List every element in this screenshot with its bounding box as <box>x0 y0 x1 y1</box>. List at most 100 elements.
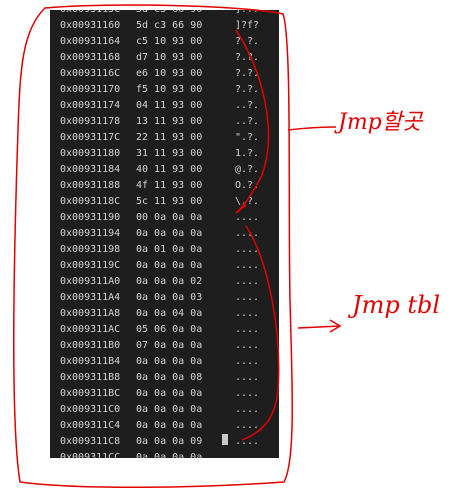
memory-address: 0x009311A4 <box>60 292 121 303</box>
memory-hex-bytes[interactable]: 0a 0a 0a 0a <box>136 260 203 271</box>
memory-hex-bytes[interactable]: 4f 11 93 00 <box>136 180 203 191</box>
memory-row[interactable]: 0x009311BC 0a 0a 0a 0a.... <box>50 386 279 402</box>
memory-row[interactable]: 0x0093115C5d c3 66 90]?f? <box>50 10 279 18</box>
memory-hex-bytes[interactable]: 07 0a 0a 0a <box>136 340 203 351</box>
memory-row[interactable]: 0x009311B4 0a 0a 0a 0a.... <box>50 354 279 370</box>
memory-ascii: 1.?. <box>235 148 260 159</box>
memory-hex-bytes[interactable]: 5d c3 66 90 <box>136 10 202 18</box>
memory-hex-bytes[interactable]: 0a 01 0a 0a <box>136 244 203 255</box>
memory-ascii: ]?f? <box>235 20 260 31</box>
memory-hex-bytes[interactable]: 40 11 93 00 <box>136 164 203 175</box>
memory-address: 0x009311B8 <box>60 372 121 383</box>
memory-address: 0x00931180 <box>60 148 121 159</box>
memory-ascii: .... <box>235 356 260 367</box>
memory-ascii: .... <box>235 324 260 335</box>
memory-address: 0x00931160 <box>60 20 121 31</box>
memory-hex-bytes[interactable]: 0a 0a 0a 09 <box>136 436 203 447</box>
memory-hex-bytes[interactable]: c5 10 93 00 <box>136 36 203 47</box>
jump-table-annotation: Jmp tbl <box>352 291 441 319</box>
memory-hex-bytes[interactable]: 5c 11 93 00 <box>136 196 203 207</box>
jump-target-annotation: Jmp할곳 <box>338 110 423 135</box>
memory-hex-bytes[interactable]: 0a 0a 0a 02 <box>136 276 203 287</box>
memory-ascii: ]?f? <box>235 10 259 18</box>
memory-hex-bytes[interactable]: 31 11 93 00 <box>136 148 203 159</box>
memory-ascii: .... <box>235 228 260 239</box>
memory-hex-bytes[interactable]: 5d c3 66 90 <box>136 20 203 31</box>
jump-table-arrow <box>297 325 341 329</box>
memory-row[interactable]: 0x00931180 31 11 93 00 1.?. <box>50 146 279 162</box>
memory-address: 0x00931164 <box>60 36 121 47</box>
memory-ascii: .... <box>235 292 260 303</box>
memory-row[interactable]: 0x00931160 5d c3 66 90 ]?f? <box>50 18 279 34</box>
memory-ascii: .... <box>235 372 260 383</box>
memory-row[interactable]: 0x00931194 0a 0a 0a 0a.... <box>50 226 279 242</box>
memory-address: 0x00931178 <box>60 116 121 127</box>
memory-ascii: ?.?. <box>235 84 260 95</box>
memory-ascii: .... <box>235 244 260 255</box>
memory-hex-bytes[interactable]: e6 10 93 00 <box>136 68 203 79</box>
memory-ascii: .... <box>235 276 260 287</box>
memory-address: 0x009311C0 <box>60 404 121 415</box>
memory-address: 0x0093116C <box>60 68 121 79</box>
memory-address: 0x009311B4 <box>60 356 121 367</box>
memory-address: 0x00931194 <box>60 228 121 239</box>
memory-hex-bytes[interactable]: 22 11 93 00 <box>136 132 203 143</box>
memory-ascii: ?.?. <box>235 68 260 79</box>
memory-ascii: ..?. <box>235 116 260 127</box>
memory-address: 0x009311BC <box>60 388 121 399</box>
memory-address: 0x00931198 <box>60 244 121 255</box>
memory-row[interactable]: 0x0093116C e6 10 93 00?.?. <box>50 66 279 82</box>
memory-hex-bytes[interactable]: 13 11 93 00 <box>136 116 203 127</box>
memory-hex-bytes[interactable]: 0a 0a 0a 0a <box>136 228 203 239</box>
jump-target-pointer <box>287 126 337 131</box>
memory-ascii: ".?. <box>235 132 260 143</box>
memory-row[interactable]: 0x009311B8 0a 0a 0a 08.... <box>50 370 279 386</box>
memory-hex-bytes[interactable]: 0a 0a 04 0a <box>136 308 203 319</box>
memory-ascii: .... <box>235 436 260 447</box>
memory-address: 0x00931188 <box>60 180 121 191</box>
memory-hex-bytes[interactable]: 0a 0a 0a 0a <box>136 388 203 399</box>
memory-address: 0x00931168 <box>60 52 121 63</box>
memory-address: 0x009311C4 <box>60 420 121 431</box>
memory-ascii: .... <box>235 388 260 399</box>
memory-address: 0x009311B0 <box>60 340 121 351</box>
memory-row[interactable]: 0x009311A4 0a 0a 0a 03.... <box>50 290 279 306</box>
memory-address: 0x0093119C <box>60 260 121 271</box>
memory-hex-bytes[interactable]: 0a 0a 0a 08 <box>136 372 203 383</box>
memory-hex-bytes[interactable]: 0a 0a 0a 0a <box>136 404 203 415</box>
memory-address: 0x00931174 <box>60 100 121 111</box>
memory-ascii: \.?. <box>235 196 260 207</box>
memory-address: 0x009311C8 <box>60 436 121 447</box>
memory-hex-bytes[interactable]: 00 0a 0a 0a <box>136 212 203 223</box>
text-cursor <box>222 434 228 445</box>
memory-hex-bytes[interactable]: 0a 0a 0a 0a <box>136 356 203 367</box>
memory-hex-bytes[interactable]: d7 10 93 00 <box>136 52 203 63</box>
memory-hex-bytes[interactable]: 0a 0a 0a 0a <box>136 452 203 458</box>
memory-hex-bytes[interactable]: 0a 0a 0a 03 <box>136 292 203 303</box>
memory-hex-bytes[interactable]: 04 11 93 00 <box>136 100 203 111</box>
memory-hex-bytes[interactable]: f5 10 93 00 <box>136 84 203 95</box>
memory-hex-bytes[interactable]: 05 06 0a 0a <box>136 324 203 335</box>
memory-row[interactable]: 0x00931178 13 11 93 00..?. <box>50 114 279 130</box>
memory-row[interactable]: 0x009311C8 0a 0a 0a 09.... <box>50 434 279 450</box>
memory-row[interactable]: 0x00931198 0a 01 0a 0a.... <box>50 242 279 258</box>
memory-hex-bytes[interactable]: 0a 0a 0a 0a <box>136 420 203 431</box>
